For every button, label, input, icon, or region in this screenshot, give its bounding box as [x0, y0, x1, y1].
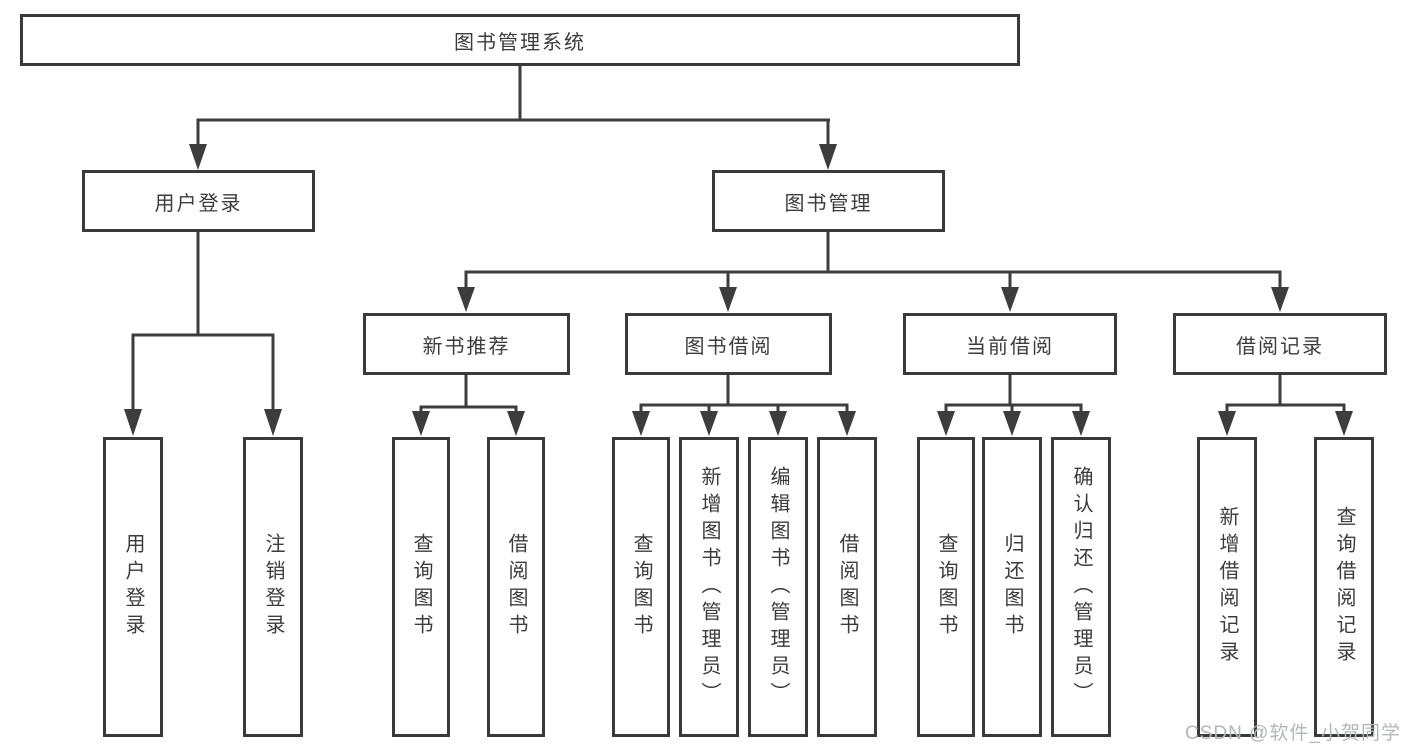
node-leaf-add-borrow-record-label: 新增借阅记录	[1216, 506, 1238, 668]
node-user-login: 用户登录	[82, 170, 315, 232]
node-leaf-query-books-current: 查询图书	[917, 437, 975, 737]
node-leaf-logout: 注销登录	[243, 437, 303, 737]
node-leaf-return-books-label: 归还图书	[1001, 533, 1023, 641]
node-borrow-records: 借阅记录	[1173, 313, 1387, 375]
node-leaf-query-borrow-record: 查询借阅记录	[1314, 437, 1374, 737]
node-new-book-recommend-label: 新书推荐	[422, 335, 511, 358]
node-book-borrow-label: 图书借阅	[684, 335, 773, 358]
node-leaf-borrow-books-recommend-label: 借阅图书	[505, 533, 527, 641]
node-borrow-records-label: 借阅记录	[1236, 335, 1324, 358]
node-leaf-confirm-return-admin: 确认归还（管理员）	[1051, 437, 1111, 737]
node-root: 图书管理系统	[20, 14, 1020, 66]
node-current-borrow-label: 当前借阅	[966, 335, 1054, 358]
node-new-book-recommend: 新书推荐	[363, 313, 570, 375]
node-current-borrow: 当前借阅	[903, 313, 1117, 375]
node-user-login-label: 用户登录	[154, 192, 243, 215]
node-leaf-query-books-current-label: 查询图书	[935, 533, 957, 641]
node-leaf-edit-books-admin-label: 编辑图书（管理员）	[767, 465, 789, 709]
node-leaf-query-books-borrow-label: 查询图书	[630, 533, 652, 641]
node-leaf-query-books-recommend-label: 查询图书	[410, 533, 432, 641]
node-leaf-query-books-borrow: 查询图书	[612, 437, 670, 737]
node-leaf-query-books-recommend: 查询图书	[392, 437, 450, 737]
node-leaf-user-login-label: 用户登录	[122, 533, 144, 641]
csdn-watermark: CSDN @软件_小贺同学	[1185, 723, 1401, 744]
node-leaf-add-borrow-record: 新增借阅记录	[1197, 437, 1257, 737]
node-leaf-add-books-admin: 新增图书（管理员）	[679, 437, 739, 737]
node-leaf-edit-books-admin: 编辑图书（管理员）	[748, 437, 808, 737]
node-leaf-borrow-books-recommend: 借阅图书	[487, 437, 545, 737]
node-leaf-query-borrow-record-label: 查询借阅记录	[1333, 506, 1355, 668]
node-leaf-borrow-books: 借阅图书	[817, 437, 877, 737]
node-leaf-return-books: 归还图书	[982, 437, 1042, 737]
node-leaf-borrow-books-label: 借阅图书	[836, 533, 858, 641]
node-leaf-confirm-return-admin-label: 确认归还（管理员）	[1070, 465, 1092, 709]
node-leaf-user-login: 用户登录	[103, 437, 163, 737]
node-root-label: 图书管理系统	[454, 31, 586, 54]
node-leaf-add-books-admin-label: 新增图书（管理员）	[698, 465, 720, 709]
node-book-management: 图书管理	[712, 170, 945, 232]
node-leaf-logout-label: 注销登录	[262, 533, 284, 641]
node-book-borrow: 图书借阅	[625, 313, 832, 375]
node-book-management-label: 图书管理	[784, 192, 873, 215]
